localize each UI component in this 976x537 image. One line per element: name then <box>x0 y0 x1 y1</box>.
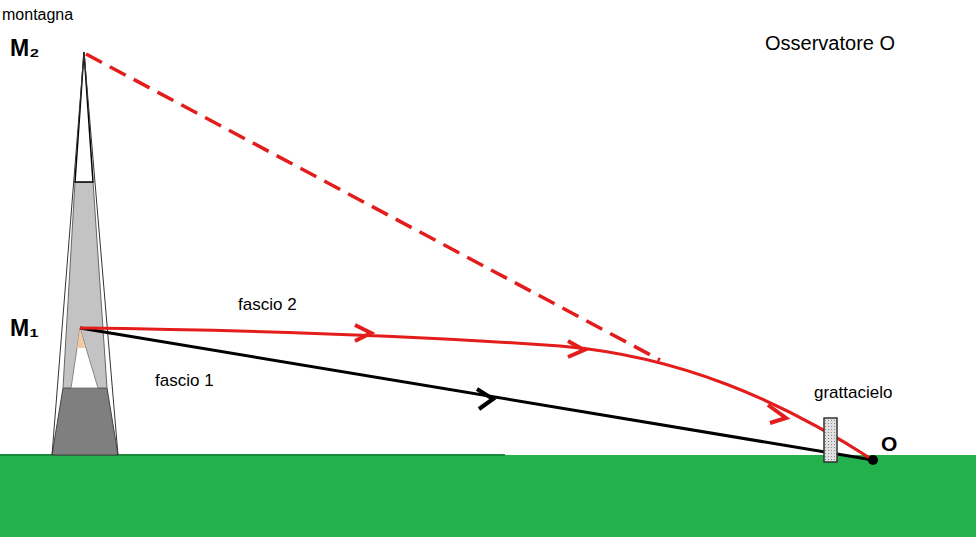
observer-title: Osservatore O <box>765 32 895 54</box>
ground <box>0 455 976 537</box>
mountain-label: montagna <box>2 6 73 24</box>
skyscraper-label: grattacielo <box>814 384 892 403</box>
arrowhead <box>477 389 493 409</box>
skyscraper <box>824 418 837 462</box>
beam-label: fascio 2 <box>238 296 297 315</box>
mountain-notch <box>71 328 98 388</box>
point-label: M₁ <box>10 316 39 341</box>
point-label: M₂ <box>10 36 39 61</box>
mountain-top <box>75 52 93 182</box>
mountain-outline <box>84 52 118 455</box>
observer-dot <box>868 455 878 465</box>
mountain-notch-tip <box>77 328 85 348</box>
arrowhead <box>568 341 584 357</box>
mountain-outline <box>52 52 84 455</box>
mountain-base <box>52 388 118 455</box>
arrowhead <box>355 325 371 341</box>
beam-2 <box>80 328 873 460</box>
arrowhead <box>768 405 786 423</box>
beam-1 <box>80 328 873 460</box>
mountain-middle <box>63 182 107 388</box>
apparent-ray <box>86 54 660 360</box>
beam-label: fascio 1 <box>155 372 214 391</box>
observer-label: O <box>881 432 897 455</box>
